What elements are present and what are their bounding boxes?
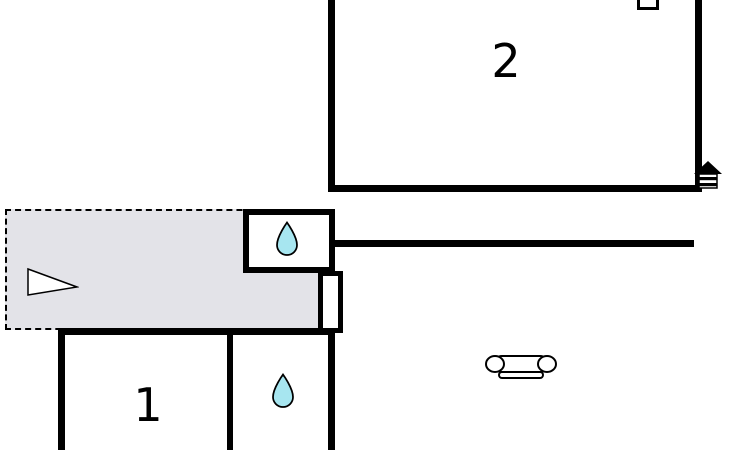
room2-left-wall [328,0,335,192]
livingroom-top-wall [328,240,694,247]
room2-label: 2 [491,34,521,88]
water-drop-icon [272,373,294,408]
water-drop-icon [276,221,298,256]
house-icon [694,161,722,189]
triangle-marker-icon [27,267,79,296]
water-drop-shape [272,373,294,408]
window-fixture [637,0,659,10]
room1-left-wall [58,328,65,450]
room1-label: 1 [133,378,163,432]
sofa-icon [485,355,557,379]
door [318,271,343,333]
room2-bottom-wall [328,185,702,192]
room1-divider-wall [227,328,233,450]
room1-right-wall [328,266,335,450]
room2-right-wall [695,0,702,192]
water-drop-shape [276,221,298,256]
room1-top-wall [58,328,335,335]
